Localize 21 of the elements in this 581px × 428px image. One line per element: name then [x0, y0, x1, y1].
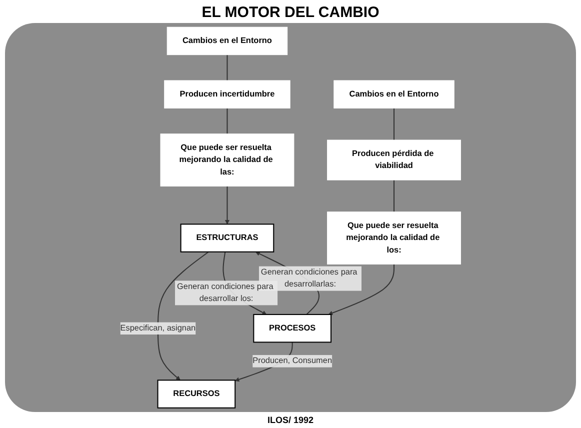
node-box: Cambios en el Entorno: [334, 80, 454, 108]
edge-label: Especifican, asignan: [120, 324, 196, 332]
caption: ILOS/ 1992: [267, 415, 314, 425]
connector: [226, 54, 228, 80]
node-box: Que puede ser resuelta mejorando la calidad de los:: [327, 212, 461, 264]
arrow: [157, 251, 209, 380]
edge-label: Generan condiciones para desarrollar los:: [176, 282, 274, 304]
node-box: ESTRUCTURAS: [180, 224, 274, 252]
connector: [226, 108, 228, 134]
connector: [394, 180, 395, 212]
arrow: [328, 264, 395, 316]
node-box: Producen pérdida de viabilidad: [327, 140, 461, 180]
node-box: Que puede ser resuelta mejorando la calidad de las:: [160, 134, 294, 186]
arrow: [224, 186, 230, 224]
node-box: RECURSOS: [157, 380, 236, 408]
node-box: Producen incertidumbre: [164, 80, 290, 108]
diagram-title: EL MOTOR DEL CAMBIO: [202, 4, 380, 21]
node-box: PROCESOS: [253, 314, 332, 343]
node-box: Cambios en el Entorno: [166, 26, 288, 56]
connector: [394, 108, 395, 140]
edge-label: Producen, Consumen: [252, 356, 332, 366]
